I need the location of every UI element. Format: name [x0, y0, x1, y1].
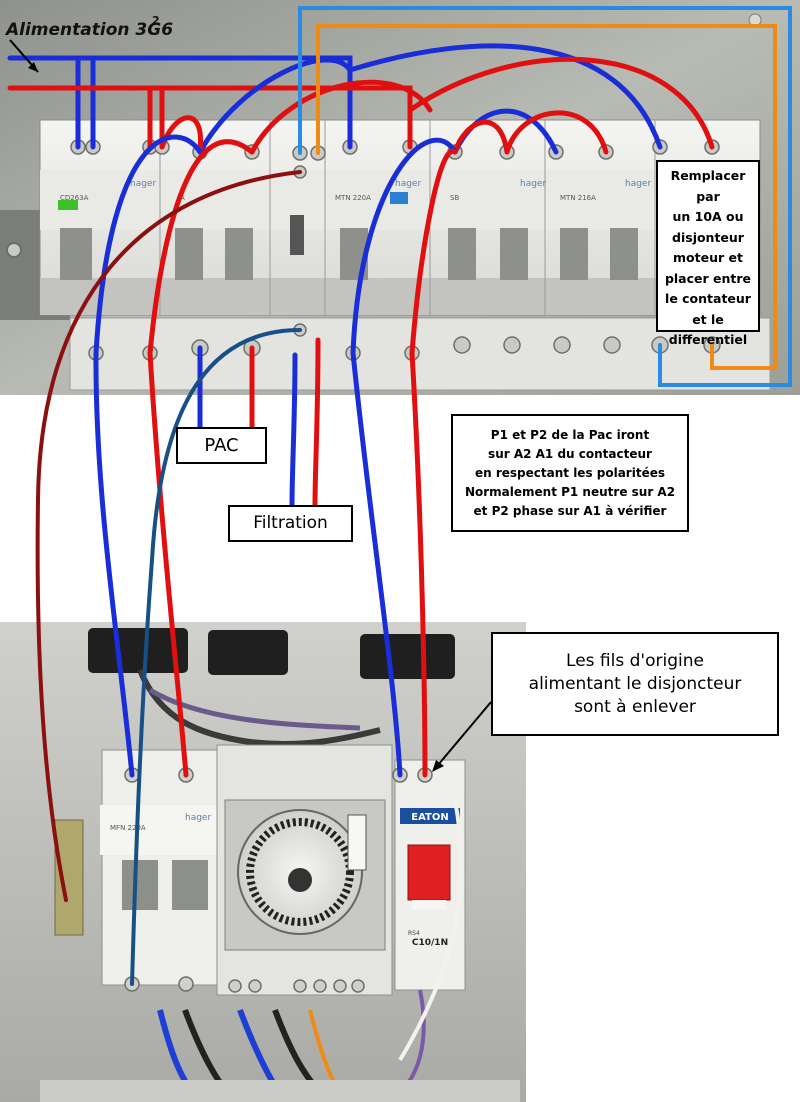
filtration-neutral-wire	[289, 352, 298, 508]
module-print-0: CD263A	[60, 194, 89, 202]
top-brand-1: hager	[130, 179, 156, 189]
phase-arc-5	[407, 56, 715, 150]
timer-blue-loop	[298, 6, 792, 387]
filtration-cable	[130, 328, 302, 986]
top-brand-2: hager	[395, 179, 421, 189]
phase-arc-3	[452, 119, 510, 155]
module-print-2: MTN 220A	[335, 194, 371, 202]
module-print-1: A	[180, 194, 185, 202]
long-phase-1	[147, 139, 255, 778]
timer-orange-loop	[316, 24, 777, 370]
eaton-brand: EATON	[411, 812, 449, 823]
module-print-4: MTN 216A	[560, 194, 596, 202]
earth-wire	[35, 170, 302, 902]
note-arrow	[437, 701, 492, 766]
overlay-wires	[7, 6, 792, 986]
eaton-rating: C10/1N	[412, 938, 448, 948]
neutral-arc-3	[347, 43, 663, 150]
supply-phase-wire	[7, 85, 413, 150]
phase-arc-4	[504, 110, 609, 155]
replace-breaker-note: Remplacer par un 10A ou disjonteur moteu…	[656, 160, 760, 347]
top-brand-4: hager	[625, 179, 651, 189]
neutral-arc-1	[197, 57, 353, 155]
supply-arrow-head	[28, 62, 38, 72]
filtration-label: Filtration	[228, 505, 353, 542]
filtration-phase-wire	[312, 337, 321, 508]
pac-label: PAC	[176, 427, 267, 464]
bottom-brand: hager	[185, 813, 211, 823]
long-phase-2	[409, 148, 458, 778]
long-neutral-2	[350, 137, 458, 778]
supply-label-superscript: 2	[152, 14, 160, 27]
phase-arc-2	[249, 79, 433, 155]
supply-neutral-wire	[7, 55, 353, 150]
bottom-enclosure-photo: hager MFN 220A EATON C10/1N RS4	[0, 622, 526, 1102]
polarity-note: P1 et P2 de la Pac iront sur A2 A1 du co…	[451, 414, 689, 532]
eaton-small: RS4	[408, 930, 420, 937]
supply-label: Alimentation 3G6	[6, 20, 174, 40]
module-print-3: SB	[450, 194, 459, 202]
top-brand-3: hager	[520, 179, 546, 189]
original-wires-note: Les fils d'origine alimentant le disjonc…	[491, 632, 779, 736]
note-arrow-head	[432, 760, 444, 772]
bottom-breaker-text: MFN 220A	[110, 824, 146, 832]
